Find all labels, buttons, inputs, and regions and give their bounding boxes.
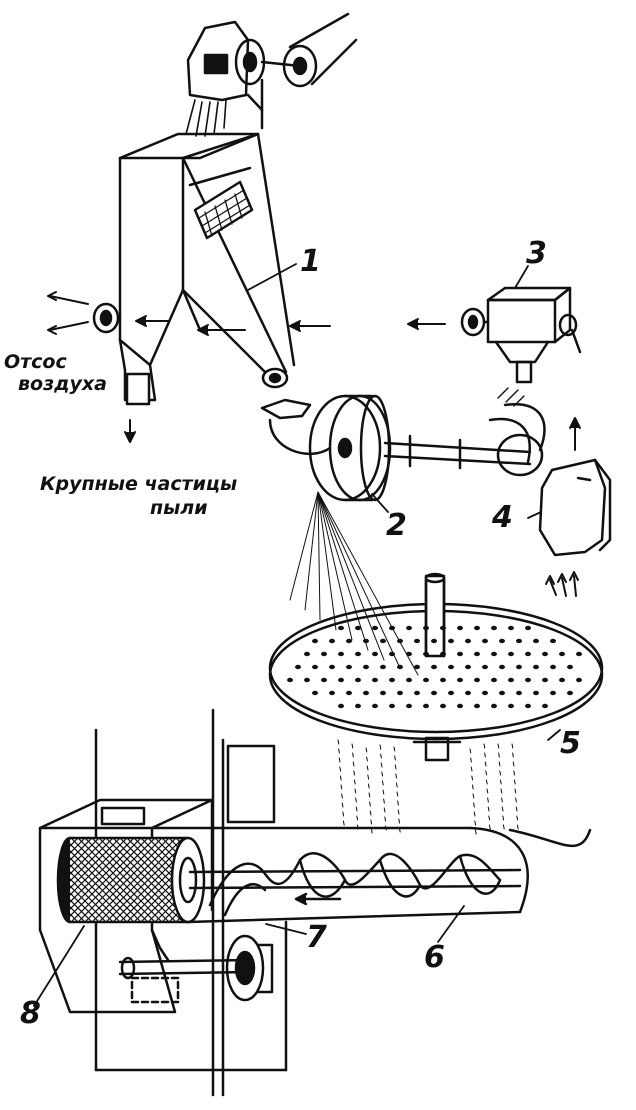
separator-3 xyxy=(460,286,582,384)
label-2: 2 xyxy=(386,508,407,543)
top-fan xyxy=(185,12,358,137)
caption-air-exhaust-1: Отсос xyxy=(4,351,67,373)
drive-7 xyxy=(118,928,274,1002)
label-6: 6 xyxy=(424,940,445,975)
screw-conveyor-6 xyxy=(150,826,592,924)
leader-lines xyxy=(33,263,561,1007)
disperser-2 xyxy=(260,387,546,502)
caption-air-exhaust-2: воздуха xyxy=(18,373,107,395)
air-arrows xyxy=(47,291,446,443)
perforated-disk-5 xyxy=(268,572,604,762)
label-3: 3 xyxy=(526,236,547,271)
falling-fines xyxy=(337,739,519,835)
label-7: 7 xyxy=(306,920,327,955)
caption-coarse-dust-2: пыли xyxy=(150,497,208,519)
particle-spray xyxy=(289,491,419,676)
label-1: 1 xyxy=(300,244,321,279)
drum-housing-8 xyxy=(38,798,214,1014)
label-8: 8 xyxy=(20,996,41,1031)
caption-coarse-dust-1: Крупные частицы xyxy=(40,473,238,495)
heater-4 xyxy=(538,417,612,597)
cyclone-1 xyxy=(92,132,296,406)
label-4: 4 xyxy=(492,500,513,535)
label-5: 5 xyxy=(560,726,581,761)
